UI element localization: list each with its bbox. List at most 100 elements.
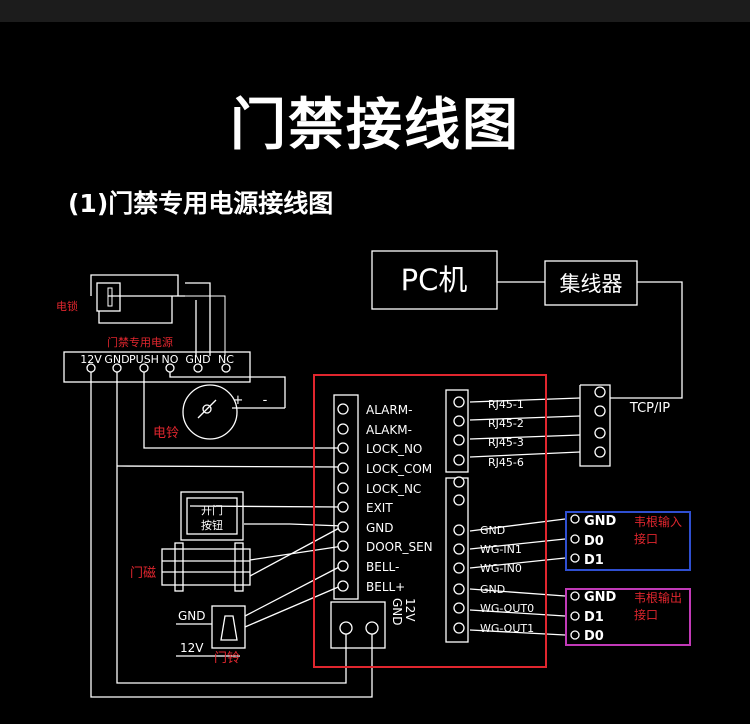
controller-terminal-label: LOCK_NC <box>366 482 421 496</box>
controller-terminal-label: BELL+ <box>366 580 405 594</box>
controller-frame <box>313 374 547 668</box>
pc-box <box>371 250 498 310</box>
wiegand-out-box <box>565 588 691 646</box>
controller-terminal-label: DOOR_SEN <box>366 540 433 554</box>
doorbell-gnd: GND <box>178 609 206 623</box>
exit-button-label-2: 按钮 <box>201 518 223 532</box>
terminal-screw <box>453 415 465 427</box>
wiegand-terminal-label: GND <box>480 524 505 537</box>
hub-box <box>544 260 638 306</box>
power-in-gnd: GND <box>390 598 404 626</box>
rj45-terminal-label: RJ45-2 <box>488 417 524 430</box>
wiegand-terminal-label: WG-OUT0 <box>480 602 534 615</box>
wiegand-out-label-2: 接口 <box>634 607 658 622</box>
exit-button-label-1: 开门 <box>201 503 223 517</box>
page-title: 门禁接线图 <box>230 93 520 158</box>
terminal-screw <box>337 521 349 533</box>
terminal-screw <box>594 386 606 398</box>
bell-label: 电铃 <box>153 426 179 441</box>
wiegand-out-label-1: 韦根输出 <box>634 590 682 605</box>
controller-terminal-label: ALAKM- <box>366 423 412 437</box>
terminal-screw <box>453 476 465 488</box>
power-in-12v: 12V <box>403 598 417 622</box>
terminal-screw <box>594 446 606 458</box>
terminal-screw <box>337 560 349 572</box>
wiegand-in-pin-gnd: GND <box>584 514 617 529</box>
terminal-screw <box>337 403 349 415</box>
section-subtitle: (1)门禁专用电源接线图 <box>68 189 334 218</box>
controller-terminal-label: EXIT <box>366 501 393 515</box>
bell-icon <box>182 384 238 440</box>
rj45-terminal-label: RJ45-3 <box>488 436 524 449</box>
lock-body <box>96 282 121 312</box>
doorbell-12v: 12V <box>180 641 204 655</box>
wiegand-in-pin-d1: D1 <box>584 553 604 568</box>
terminal-screw <box>337 540 349 552</box>
psu-terminal-gnd2: GND <box>185 353 210 366</box>
terminal-screw <box>337 501 349 513</box>
terminal-screw <box>570 553 580 563</box>
wiegand-terminal-label: WG-OUT1 <box>480 622 534 635</box>
terminal-screw <box>193 363 203 373</box>
pc-label: PC机 <box>401 263 468 297</box>
terminal-screw <box>221 363 231 373</box>
terminal-screw <box>594 405 606 417</box>
terminal-screw <box>453 396 465 408</box>
terminal-screw <box>165 363 175 373</box>
rj45-terminal-label: RJ45-6 <box>488 456 524 469</box>
top-bar <box>0 0 750 22</box>
terminal-screw <box>337 442 349 454</box>
bell-minus: - <box>263 393 268 408</box>
tcpip-label: TCP/IP <box>629 401 670 416</box>
wiegand-terminal-label: WG-IN0 <box>480 562 522 575</box>
terminal-screw <box>570 591 580 601</box>
terminal-screw <box>86 363 96 373</box>
controller-terminal-label: LOCK_COM <box>366 462 432 476</box>
terminal-screw <box>339 621 353 635</box>
hub-label: 集线器 <box>560 272 623 296</box>
terminal-screw <box>453 524 465 536</box>
lock-label: 电锁 <box>56 299 78 313</box>
controller-terminal-label: BELL- <box>366 560 399 574</box>
psu-terminal-no: NO <box>162 353 179 366</box>
magnet-label: 门磁 <box>130 566 156 581</box>
psu-box <box>63 351 251 383</box>
terminal-screw <box>453 622 465 634</box>
wiegand-terminal-label: WG-IN1 <box>480 543 522 556</box>
terminal-screw <box>337 580 349 592</box>
wiegand-in-label-2: 接口 <box>634 531 658 546</box>
wiegand-in-box <box>565 511 691 571</box>
terminal-screw <box>453 543 465 555</box>
terminal-screw <box>337 462 349 474</box>
terminal-screw <box>139 363 149 373</box>
controller-terminal-label: ALARM- <box>366 403 412 417</box>
terminal-screw <box>453 562 465 574</box>
controller-terminal-label: GND <box>366 521 394 535</box>
door-magnet <box>161 548 251 586</box>
wiegand-out-pin-d0: D0 <box>584 629 604 644</box>
terminal-screw <box>570 611 580 621</box>
terminal-screw <box>453 494 465 506</box>
doorbell-label: 门铃 <box>214 651 240 666</box>
terminal-screw <box>112 363 122 373</box>
terminal-screw <box>453 602 465 614</box>
doorbell-box <box>211 605 246 649</box>
wiegand-out-pin-d1: D1 <box>584 610 604 625</box>
terminal-screw <box>570 630 580 640</box>
psu-terminal-push: PUSH <box>129 353 159 366</box>
bell-plus: + <box>233 393 244 408</box>
terminal-screw <box>365 621 379 635</box>
wiegand-in-label-1: 韦根输入 <box>634 514 682 529</box>
psu-label: 门禁专用电源 <box>107 335 173 349</box>
terminal-screw <box>453 434 465 446</box>
terminal-screw <box>337 423 349 435</box>
terminal-screw <box>570 514 580 524</box>
psu-terminal-gnd: GND <box>104 353 129 366</box>
exit-button-box <box>180 491 244 541</box>
rj45-terminal-label: RJ45-1 <box>488 398 524 411</box>
wiegand-terminal-label: GND <box>480 583 505 596</box>
wiegand-in-pin-d0: D0 <box>584 534 604 549</box>
controller-terminal-label: LOCK_NO <box>366 442 422 456</box>
psu-terminal-nc: NC <box>218 353 234 366</box>
